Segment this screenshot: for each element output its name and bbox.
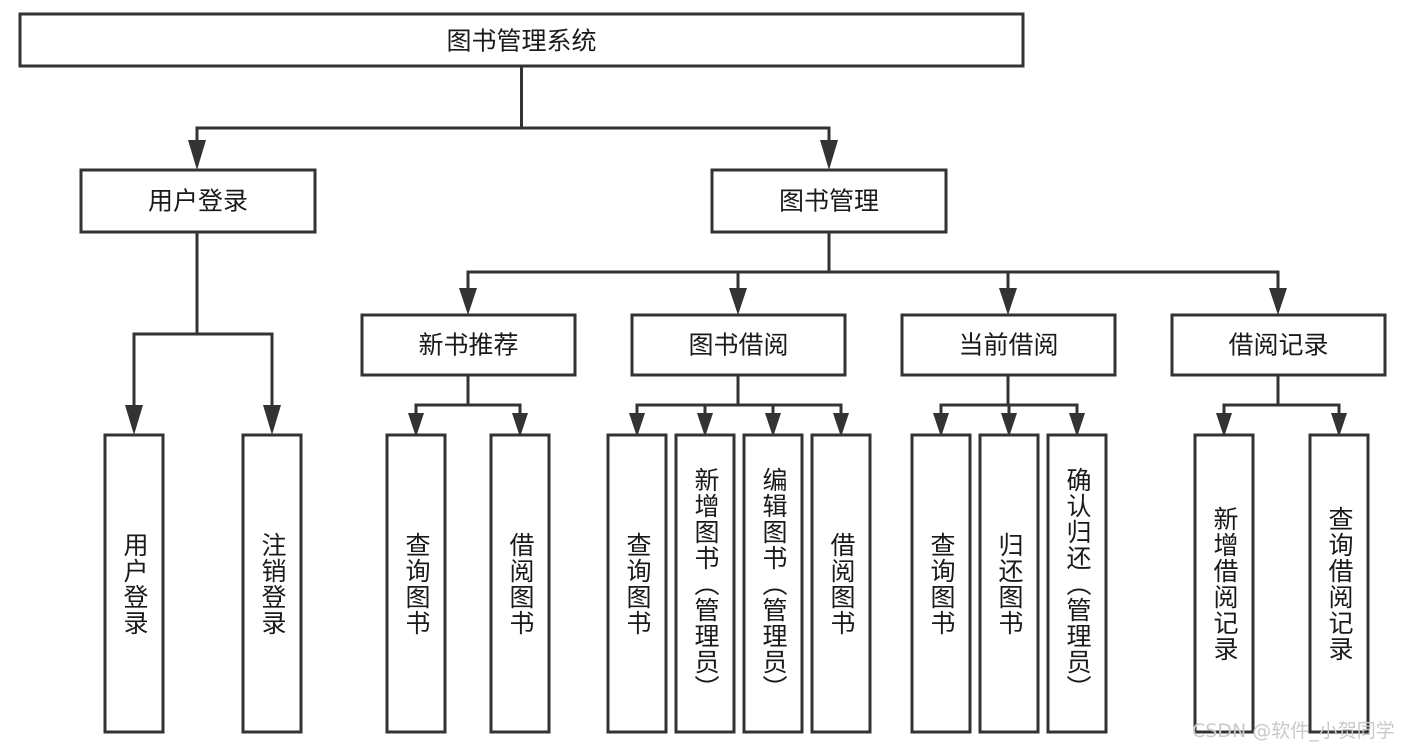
- arrow-head-leaf-borrow-book-2: [833, 413, 849, 437]
- arrow-head-book-borrow: [729, 288, 747, 315]
- arrow-head-borrow-record: [1269, 288, 1287, 315]
- arrow-head-leaf-return-book: [1001, 413, 1017, 437]
- arrow-head-book-management: [820, 140, 838, 170]
- node-root-label: 图书管理系统: [446, 27, 596, 56]
- arrow-head-leaf-confirm-return: [1069, 413, 1085, 437]
- leaf-box-borrow-book-1[interactable]: [489, 433, 551, 734]
- arrow-head-leaf-add-record: [1216, 413, 1232, 437]
- arrow-head-leaf-query-book-1: [408, 413, 424, 437]
- node-new-book-recommend-box[interactable]: [360, 313, 577, 377]
- arrow-head-current-borrow: [999, 288, 1017, 315]
- leaf-box-logout[interactable]: [241, 433, 303, 734]
- node-root[interactable]: 图书管理系统: [18, 12, 1025, 68]
- leaf-box-user-login[interactable]: [103, 433, 165, 734]
- leaf-box-query-record[interactable]: [1308, 433, 1370, 734]
- node-new-book-recommend[interactable]: 新书推荐: [360, 313, 577, 377]
- node-book-borrow-box[interactable]: [630, 313, 847, 377]
- arrow-head-leaf-add-book: [697, 413, 713, 437]
- watermark-text: CSDN @软件_小贺同学: [1192, 720, 1395, 742]
- leaf-box-borrow-book-2[interactable]: [810, 433, 872, 734]
- node-borrow-record-box[interactable]: [1170, 313, 1387, 377]
- node-current-borrow[interactable]: 当前借阅: [900, 313, 1117, 377]
- node-current-borrow-box[interactable]: [900, 313, 1117, 377]
- leaf-box-query-book-3[interactable]: [910, 433, 972, 734]
- node-current-borrow-label: 当前借阅: [958, 331, 1058, 360]
- arrow-head-new-book-recommend: [459, 288, 477, 315]
- node-book-borrow-label: 图书借阅: [688, 331, 788, 360]
- arrow-head-leaf-query-book-2: [629, 413, 645, 437]
- leaf-box-edit-book[interactable]: [742, 433, 804, 734]
- leaf-box-return-book[interactable]: [978, 433, 1040, 734]
- node-user-login-label: 用户登录: [148, 187, 248, 216]
- node-new-book-recommend-label: 新书推荐: [418, 331, 518, 360]
- node-user-login[interactable]: 用户登录: [79, 168, 317, 234]
- leaf-box-query-book-2[interactable]: [606, 433, 668, 734]
- arrow-head-leaf-query-record: [1331, 413, 1347, 437]
- connectors-group: [125, 64, 1347, 437]
- node-book-borrow[interactable]: 图书借阅: [630, 313, 847, 377]
- arrow-head-user-login: [188, 140, 206, 170]
- arrow-head-leaf-user-login: [125, 405, 143, 435]
- node-book-management-label: 图书管理: [779, 187, 879, 216]
- leaf-box-query-book-1[interactable]: [385, 433, 447, 734]
- arrow-head-leaf-logout: [263, 405, 281, 435]
- node-book-management-box[interactable]: [710, 168, 948, 234]
- arrow-head-leaf-query-book-3: [933, 413, 949, 437]
- node-user-login-box[interactable]: [79, 168, 317, 234]
- node-borrow-record[interactable]: 借阅记录: [1170, 313, 1387, 377]
- arrow-head-leaf-edit-book: [765, 413, 781, 437]
- node-borrow-record-label: 借阅记录: [1228, 331, 1328, 360]
- leaf-box-confirm-return[interactable]: [1046, 433, 1108, 734]
- node-root-box[interactable]: [18, 12, 1025, 68]
- leaf-box-add-record[interactable]: [1193, 433, 1255, 734]
- arrow-head-leaf-borrow-book-1: [512, 413, 528, 437]
- leaf-boxes-group: [103, 433, 1370, 734]
- node-book-management[interactable]: 图书管理: [710, 168, 948, 234]
- leaf-box-add-book[interactable]: [674, 433, 736, 734]
